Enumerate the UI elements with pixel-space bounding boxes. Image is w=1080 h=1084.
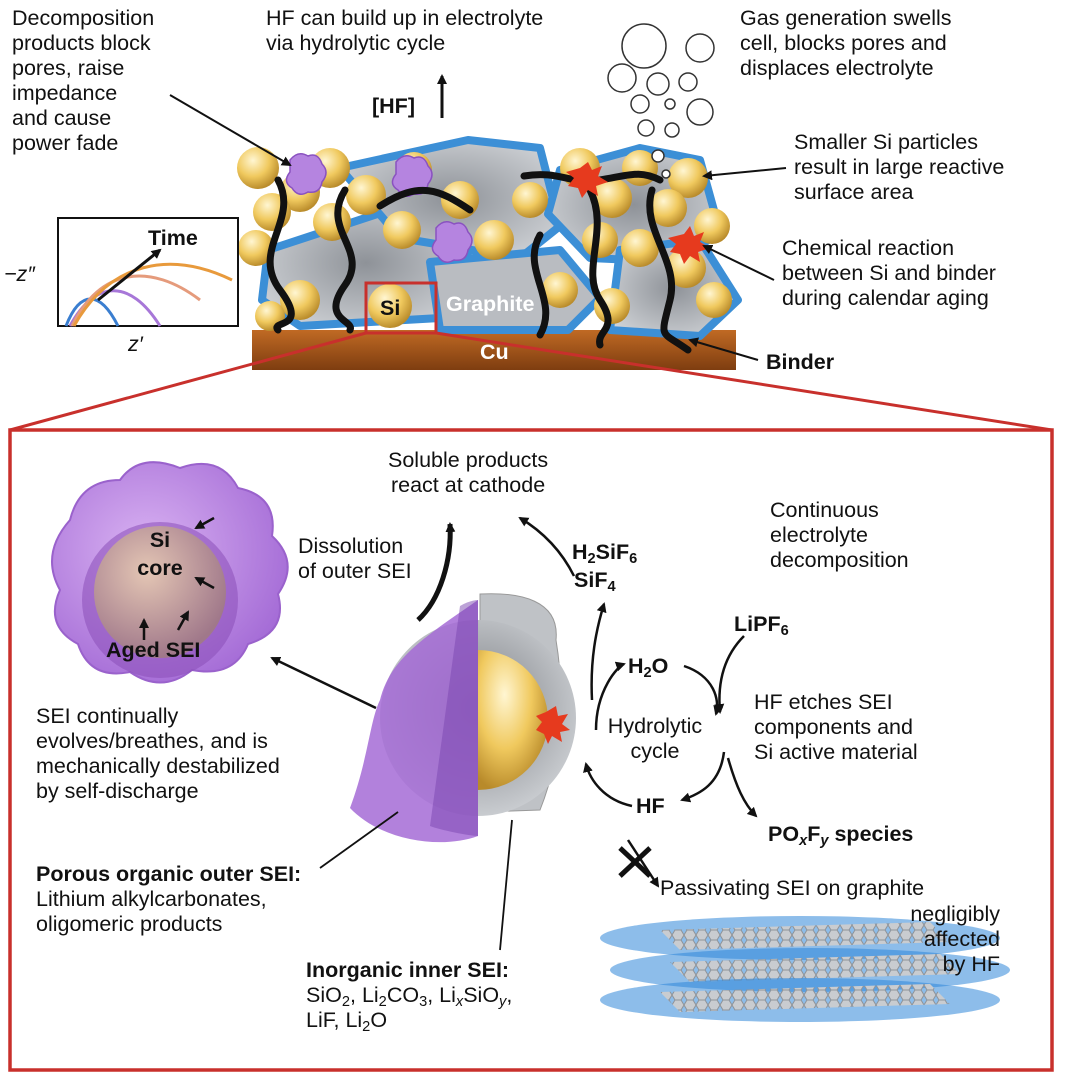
soluble-products-note: Soluble products react at cathode bbox=[388, 448, 549, 497]
sif4-formula: SiF4 bbox=[574, 568, 616, 596]
dissolution-note: Dissolution of outer SEI bbox=[298, 534, 412, 583]
zoom-line-right bbox=[435, 331, 1053, 432]
gas-bubbles bbox=[607, 23, 715, 179]
gas-generation-note: Gas generation swells cell, blocks pores… bbox=[740, 6, 952, 80]
aged-sei-particle bbox=[51, 461, 289, 684]
to-sif-arrow bbox=[590, 602, 607, 701]
hf-blocked-arrow bbox=[626, 839, 660, 888]
decomposition-products bbox=[285, 153, 473, 263]
reaction-arrow bbox=[702, 244, 775, 281]
cu-label: Cu bbox=[480, 340, 509, 364]
aged-sei-label: Aged SEI bbox=[106, 638, 201, 662]
zoom-panel-frame bbox=[8, 428, 1054, 1072]
hf-buildup-note: HF can build up in electrolyte via hydro… bbox=[266, 6, 544, 55]
zoom-line-left bbox=[9, 331, 367, 432]
reaction-sites bbox=[566, 162, 710, 264]
binder-arrow bbox=[688, 337, 759, 361]
hf-label: HF bbox=[636, 794, 665, 818]
aged-sei-arrows bbox=[139, 516, 215, 640]
cycle-arrow-top bbox=[594, 661, 626, 731]
si-size-arrow bbox=[702, 167, 787, 181]
poxfy-arrow bbox=[726, 757, 758, 818]
si-core-label: Si core bbox=[137, 528, 183, 580]
cycle-arrow-bottom bbox=[680, 751, 726, 803]
outer-sei-note: Porous organic outer SEI: Lithium alkylc… bbox=[36, 862, 302, 936]
binder-label: Binder bbox=[766, 350, 835, 374]
lipf6-arrow bbox=[714, 635, 745, 714]
blocked-cross-icon bbox=[618, 846, 652, 878]
evolves-arrow bbox=[270, 656, 377, 710]
hf-concentration-label: [HF] bbox=[372, 94, 415, 118]
impedance-inset bbox=[57, 217, 239, 327]
si-particle-size-note: Smaller Si particles result in large rea… bbox=[794, 130, 1005, 204]
passivating-note-rest: negligibly affected by HF bbox=[910, 902, 1000, 976]
passivating-note-line1: Passivating SEI on graphite bbox=[660, 876, 925, 900]
h2sif6-formula: H2SiF6 bbox=[572, 540, 638, 568]
decomposition-note: Decomposition products block pores, rais… bbox=[12, 6, 155, 155]
si-particles bbox=[237, 147, 732, 331]
cycle-arrow-right bbox=[683, 664, 724, 716]
inner-sei-pointer bbox=[499, 819, 513, 951]
passivating-graphite-stack bbox=[600, 916, 1010, 1022]
h2o-formula: H2O bbox=[628, 654, 669, 682]
soluble-arrow bbox=[518, 516, 576, 577]
si-label: Si bbox=[380, 296, 401, 320]
sei-evolves-note: SEI continually evolves/breathes, and is… bbox=[36, 704, 280, 803]
decomp-arrow bbox=[169, 94, 292, 167]
hydrolytic-cycle-label: Hydrolytic cycle bbox=[607, 714, 703, 763]
chemical-reaction-note: Chemical reaction between Si and binder … bbox=[782, 236, 996, 310]
impedance-y-label: −z″ bbox=[4, 262, 35, 286]
impedance-x-label: z′ bbox=[128, 332, 143, 356]
impedance-time-label: Time bbox=[148, 226, 198, 250]
hf-etches-note: HF etches SEI components and Si active m… bbox=[754, 690, 918, 764]
lipf6-formula: LiPF6 bbox=[734, 612, 789, 640]
inner-sei-note: Inorganic inner SEI: SiO2, Li2CO3, LixSi… bbox=[306, 958, 513, 1036]
outer-sei-pointer bbox=[319, 811, 399, 869]
poxfy-species-label: POxFy species bbox=[768, 822, 914, 850]
cycle-arrow-left bbox=[583, 762, 633, 808]
zoom-source-box bbox=[364, 281, 438, 335]
continuous-decomposition-note: Continuous electrolyte decomposition bbox=[770, 498, 909, 572]
graphite-label: Graphite bbox=[446, 292, 535, 316]
dissolution-arrow bbox=[416, 522, 456, 622]
sei-coated-si-sphere bbox=[350, 593, 576, 843]
